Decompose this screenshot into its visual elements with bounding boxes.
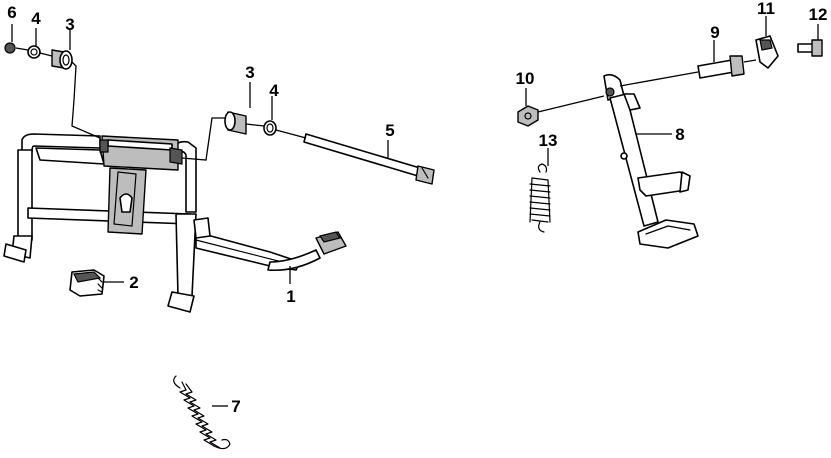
callout-4-right: 4 xyxy=(269,81,279,100)
callout-labels: 1 2 3 3 4 4 5 6 7 8 9 10 11 12 13 xyxy=(7,0,827,416)
callout-9: 9 xyxy=(710,23,719,42)
center-stand-spring xyxy=(173,375,231,450)
right-bushing-set xyxy=(224,111,277,136)
callout-3-right: 3 xyxy=(245,63,254,82)
shaft-bolt xyxy=(303,133,435,185)
callout-1: 1 xyxy=(286,287,295,306)
callout-6: 6 xyxy=(7,3,16,22)
callout-3-left: 3 xyxy=(65,15,74,34)
left-bushing-set xyxy=(4,42,73,70)
callout-2: 2 xyxy=(129,273,138,292)
callout-8: 8 xyxy=(675,125,684,144)
callout-11: 11 xyxy=(757,0,775,18)
callout-5: 5 xyxy=(385,121,394,140)
center-stand xyxy=(3,133,347,313)
callout-7: 7 xyxy=(231,397,240,416)
rubber-stopper xyxy=(69,269,105,297)
callout-4-left: 4 xyxy=(31,9,41,28)
side-stand-hardware xyxy=(517,35,823,127)
callout-13: 13 xyxy=(539,131,558,150)
assembly-lines xyxy=(11,16,819,407)
side-stand-spring xyxy=(529,163,551,233)
callout-12: 12 xyxy=(809,5,828,24)
side-stand xyxy=(603,73,699,249)
callout-10: 10 xyxy=(516,69,535,88)
